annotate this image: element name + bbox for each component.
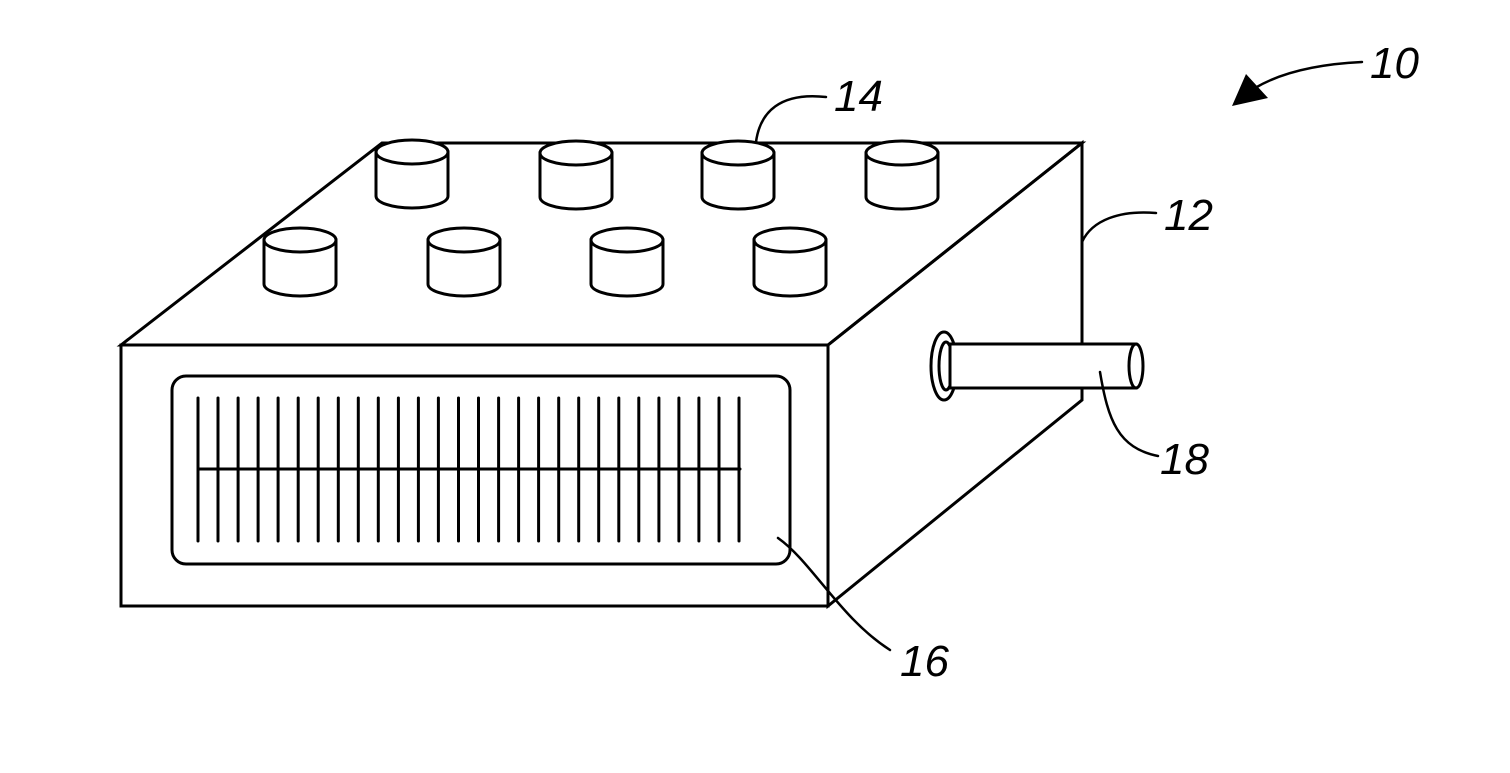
button-cylinder (591, 228, 663, 296)
button-top (866, 141, 938, 165)
leader-12-line (1082, 212, 1156, 242)
button-cylinder (540, 141, 612, 209)
ref-label-device: 10 (1370, 39, 1419, 88)
button-cylinder (376, 140, 448, 208)
button-top (428, 228, 500, 252)
button-top (591, 228, 663, 252)
button-cylinder (754, 228, 826, 296)
ref-label-connector: 18 (1160, 435, 1209, 484)
housing-front-face (121, 345, 828, 606)
button-cylinder (866, 141, 938, 209)
leader-16-line (778, 538, 890, 650)
button-cylinder (428, 228, 500, 296)
button-top (264, 228, 336, 252)
button-top (702, 141, 774, 165)
ref-label-button: 14 (834, 72, 883, 121)
ref-label-display: 16 (900, 637, 949, 686)
button-array (264, 140, 938, 296)
button-cylinder (702, 141, 774, 209)
arrowhead-icon (1232, 74, 1268, 106)
leader-10-arrow-line (1255, 62, 1362, 88)
connector (931, 332, 1143, 400)
display (172, 376, 790, 564)
ref-label-housing: 12 (1164, 191, 1213, 240)
connector-end (1129, 344, 1143, 388)
button-top (376, 140, 448, 164)
button-cylinder (264, 228, 336, 296)
connector-shaft (950, 344, 1136, 388)
leader-14-line (756, 96, 826, 142)
button-top (540, 141, 612, 165)
button-top (754, 228, 826, 252)
